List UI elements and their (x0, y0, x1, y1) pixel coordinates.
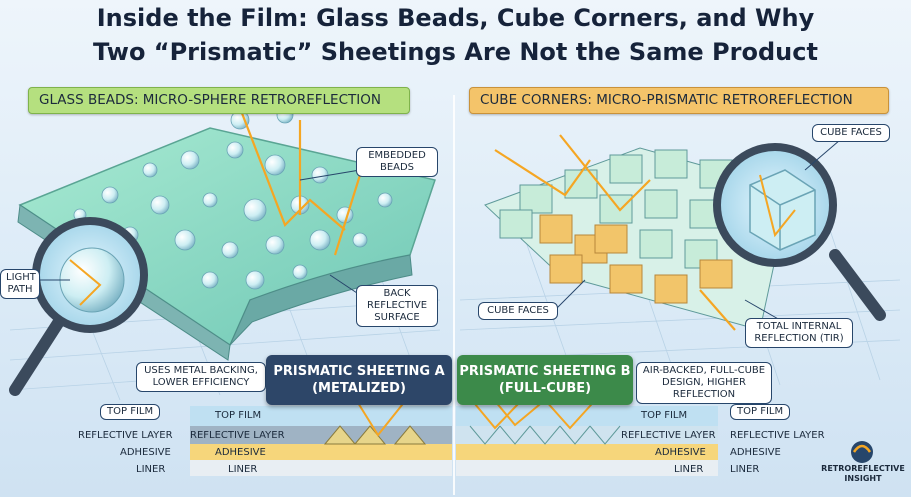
brand-name: RETROREFLECTIVE INSIGHT (815, 464, 911, 484)
layer-left-inner-reflective: REFLECTIVE LAYER (190, 430, 285, 441)
left-rays (238, 107, 362, 256)
sheeting-b-title: PRISMATIC SHEETING B (459, 364, 631, 379)
right-rays (494, 134, 736, 331)
layer-right-inner-adhesive: ADHESIVE (655, 447, 706, 458)
cross-section-left (190, 389, 452, 476)
layer-left-inner-liner: LINER (228, 464, 258, 475)
layer-right-outer-liner: LINER (730, 464, 760, 475)
layer-right-inner-top-film: TOP FILM (641, 410, 688, 421)
layer-left-inner-top-film: TOP FILM (215, 410, 262, 421)
callout-cube-faces-bottom: CUBE FACES (478, 302, 558, 320)
title-line-1: Inside the Film: Glass Beads, Cube Corne… (96, 4, 815, 32)
note-air-backed: AIR-BACKED, FULL-CUBE DESIGN, HIGHER REF… (636, 362, 772, 404)
layer-left-outer-adhesive: ADHESIVE (120, 447, 171, 458)
callout-embedded-beads: EMBEDDED BEADS (356, 147, 438, 177)
callout-connectors (40, 139, 841, 321)
sheeting-a-label: PRISMATIC SHEETING A (METALIZED) (266, 355, 452, 405)
brand-line-2: INSIGHT (844, 474, 882, 483)
header-cube-corners: CUBE CORNERS: MICRO-PRISMATIC RETROREFLE… (469, 87, 889, 114)
callout-light-path: LIGHT PATH (0, 269, 40, 299)
layer-right-outer-adhesive: ADHESIVE (730, 447, 781, 458)
layer-left-inner-adhesive: ADHESIVE (215, 447, 266, 458)
layer-right-outer-reflective: REFLECTIVE LAYER (730, 430, 825, 441)
magnifier-right (713, 143, 886, 321)
sheeting-b-label: PRISMATIC SHEETING B (FULL-CUBE) (457, 355, 633, 405)
note-metal-backing: USES METAL BACKING, LOWER EFFICIENCY (136, 362, 266, 392)
magnifier-left (9, 217, 148, 396)
layer-left-outer-reflective: REFLECTIVE LAYER (78, 430, 173, 441)
layer-right-inner-liner: LINER (674, 464, 704, 475)
divider (453, 95, 455, 495)
callout-back-reflective-surface: BACK REFLECTIVE SURFACE (356, 285, 438, 327)
callout-cube-faces-top: CUBE FACES (812, 124, 890, 142)
header-glass-beads: GLASS BEADS: MICRO-SPHERE RETROREFLECTIO… (28, 87, 410, 114)
sheeting-a-title: PRISMATIC SHEETING A (273, 364, 445, 379)
title-line-2: Two “Prismatic” Sheetings Are Not the Sa… (93, 38, 818, 66)
sheeting-a-subtitle: (METALIZED) (312, 381, 406, 396)
brand-line-1: RETROREFLECTIVE (821, 464, 905, 473)
layer-left-outer-liner: LINER (136, 464, 166, 475)
callout-total-internal-reflection: TOTAL INTERNAL REFLECTION (TIR) (745, 318, 853, 348)
brand-logo-icon (851, 441, 873, 463)
sheeting-b-subtitle: (FULL-CUBE) (498, 381, 592, 396)
cross-section-right (456, 394, 718, 476)
layer-left-outer-top-film: TOP FILM (100, 404, 161, 420)
layer-right-outer-top-film: TOP FILM (730, 404, 791, 420)
layer-right-inner-reflective: REFLECTIVE LAYER (621, 430, 716, 441)
